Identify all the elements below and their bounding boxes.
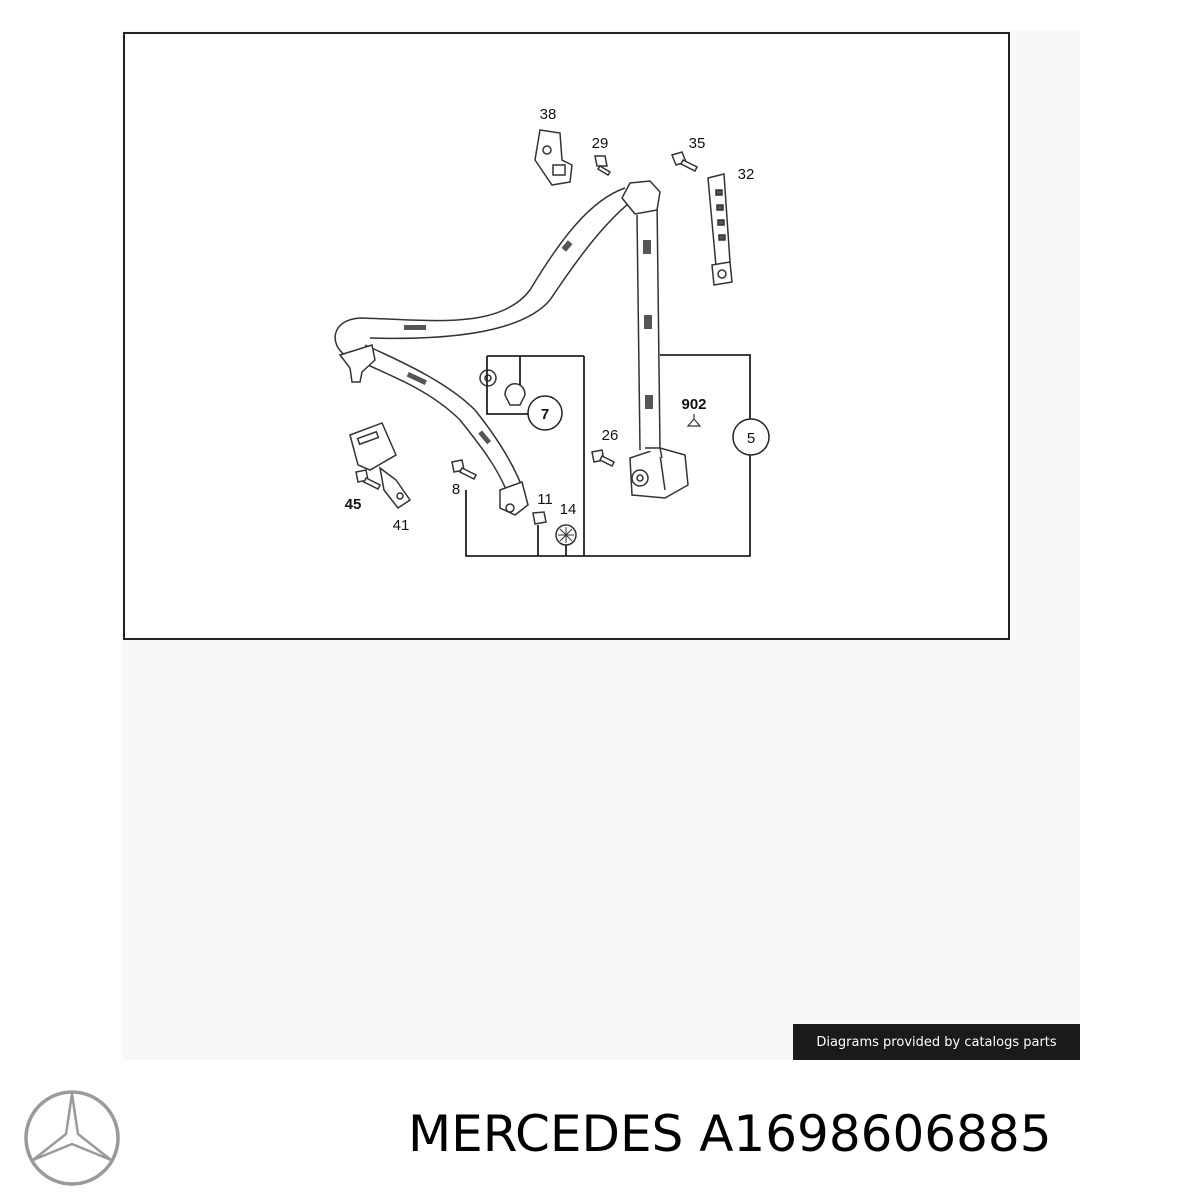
callout-26: 26 (602, 427, 619, 444)
part-38-guide (534, 129, 573, 186)
lower-anchor-plate (338, 344, 376, 383)
belt-end-fitting (499, 481, 529, 516)
callout-45: 45 (345, 496, 362, 513)
callout-902: 902 (681, 396, 706, 413)
part-11-nut (532, 511, 547, 525)
callout-circle-7: 7 (527, 395, 563, 431)
callout-14: 14 (560, 501, 577, 518)
belt-webbing (334, 180, 661, 501)
callout-7: 7 (541, 406, 549, 423)
part-45-bolt (355, 469, 382, 491)
group-bracket-lines (465, 354, 751, 557)
callout-38: 38 (540, 106, 557, 123)
part-8-bolt (451, 459, 478, 481)
part-14-washer (555, 524, 577, 546)
part-902-marker (686, 414, 702, 427)
callout-29: 29 (592, 135, 609, 152)
mercedes-star-icon (24, 1090, 120, 1186)
belt-retractor (629, 447, 689, 499)
part-title: MERCEDES A1698606885 (408, 1105, 1052, 1163)
part-26-bolt (591, 449, 616, 468)
webbing-marks (404, 240, 653, 445)
diagram-credit-badge: Diagrams provided by catalogs parts (793, 1024, 1080, 1060)
part-29-bolt (594, 155, 612, 177)
part-7-cap-set (479, 369, 526, 406)
callout-35: 35 (689, 135, 706, 152)
callout-circle-5: 5 (732, 418, 770, 456)
callout-8: 8 (452, 481, 460, 498)
part-32-height-adjuster (707, 173, 733, 286)
callout-5: 5 (747, 430, 755, 447)
callout-41: 41 (393, 517, 410, 534)
part-35-bolt (670, 151, 699, 173)
callout-32: 32 (738, 166, 755, 183)
callout-11: 11 (537, 491, 553, 508)
part-41-buckle (349, 422, 412, 510)
